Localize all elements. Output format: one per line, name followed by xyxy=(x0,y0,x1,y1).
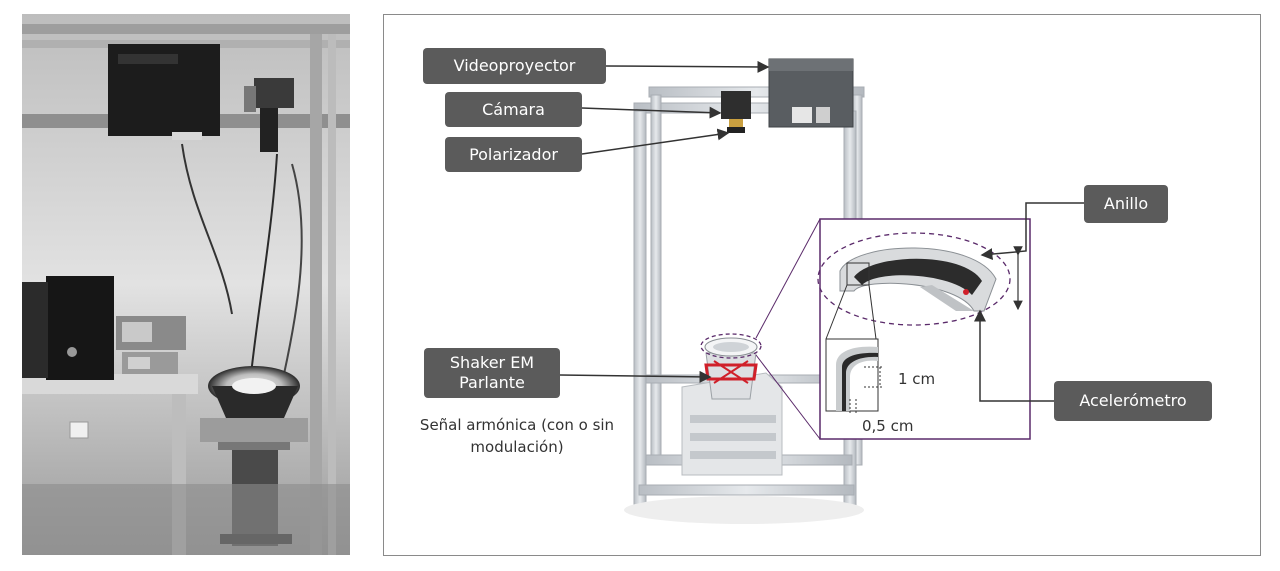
label-signal: Señal armónica (con o sin modulación) xyxy=(398,414,636,458)
label-camera: Cámara xyxy=(445,92,582,127)
camera-unit xyxy=(721,91,751,133)
label-signal-line1: Señal armónica (con o sin xyxy=(398,414,636,436)
label-signal-line2: modulación) xyxy=(398,436,636,458)
photo-camera xyxy=(254,78,294,108)
setup-photo-drawing xyxy=(22,14,350,555)
label-projector: Videoproyector xyxy=(423,48,606,84)
dim-height: 1 cm xyxy=(898,370,935,388)
label-accelerometer: Acelerómetro xyxy=(1054,381,1212,421)
setup-photo xyxy=(22,14,350,555)
label-polarizer: Polarizador xyxy=(445,137,582,172)
schematic-panel: Videoproyector Cámara Polarizador Anillo… xyxy=(383,14,1261,556)
label-shaker-line1: Shaker EM xyxy=(450,353,534,373)
label-shaker: Shaker EM Parlante xyxy=(424,348,560,398)
label-ring: Anillo xyxy=(1084,185,1168,223)
projector-unit xyxy=(769,59,853,127)
photo-computer xyxy=(46,276,114,380)
label-shaker-line2: Parlante xyxy=(459,373,525,393)
dim-width: 0,5 cm xyxy=(862,417,913,435)
